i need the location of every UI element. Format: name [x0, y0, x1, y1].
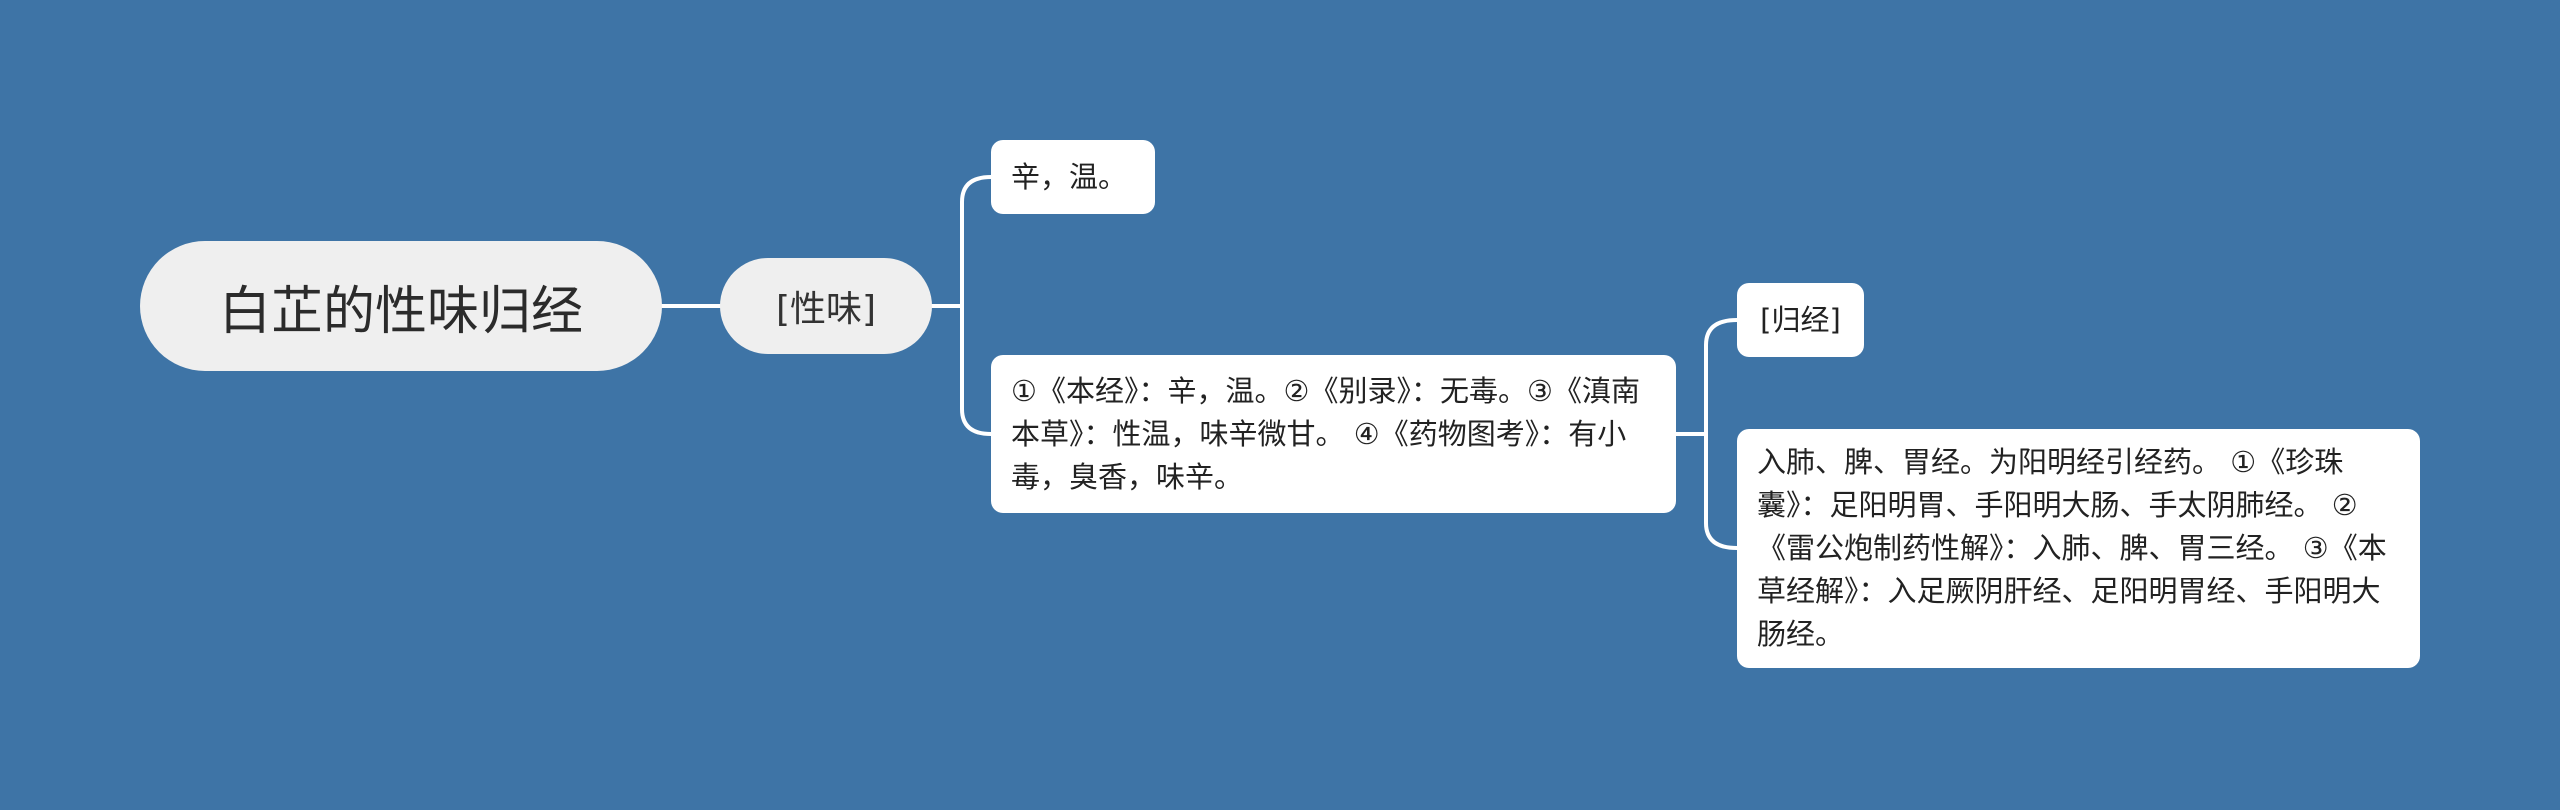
leaf-guijing-node[interactable]: 入肺、脾、胃经。为阳明经引经药。 ①《珍珠囊》：足阳明胃、手阳明大肠、手太阴肺经… — [1737, 429, 2420, 668]
branch-xingwei-node[interactable]: [性味] — [720, 258, 932, 354]
leaf-sources-text: ①《本经》：辛，温。②《别录》：无毒。③《滇南本草》：性温，味辛微甘。 ④《药物… — [1011, 373, 1640, 494]
leaf-xin-wen-text: 辛，温。 — [1011, 159, 1128, 194]
root-node[interactable]: 白芷的性味归经 — [140, 241, 662, 371]
link-xingwei-leaf1 — [930, 175, 993, 308]
link-xingwei-leaf2 — [960, 304, 993, 436]
leaf-xin-wen-node[interactable]: 辛，温。 — [991, 140, 1155, 214]
leaf-guijing-text: 入肺、脾、胃经。为阳明经引经药。 ①《珍珠囊》：足阳明胃、手阳明大肠、手太阴肺经… — [1757, 445, 2387, 651]
link-leaf2-guijing-leaf — [1704, 432, 1739, 550]
branch-guijing-label: [归经] — [1760, 302, 1841, 337]
leaf-sources-node[interactable]: ①《本经》：辛，温。②《别录》：无毒。③《滇南本草》：性温，味辛微甘。 ④《药物… — [991, 355, 1676, 513]
root-label: 白芷的性味归经 — [218, 281, 583, 342]
branch-guijing-node[interactable]: [归经] — [1737, 283, 1864, 357]
branch-xingwei-label: [性味] — [775, 289, 877, 330]
link-leaf2-guijing — [1674, 318, 1739, 436]
